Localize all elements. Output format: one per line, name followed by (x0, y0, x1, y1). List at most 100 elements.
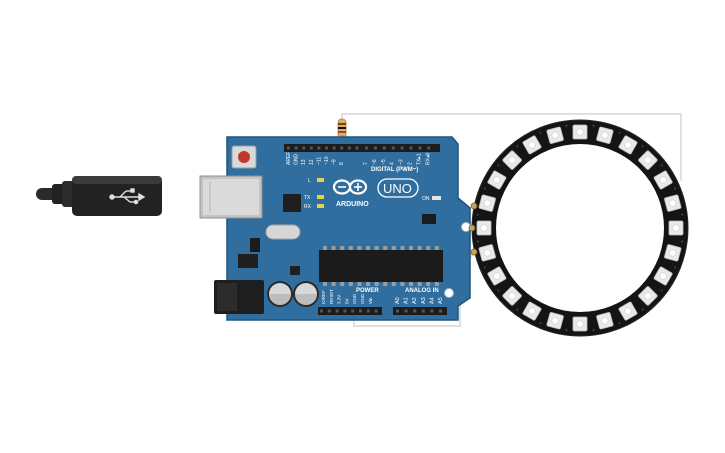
uno-badge (377, 178, 419, 198)
ring-pad[interactable] (470, 202, 478, 210)
neopixel-led[interactable] (476, 220, 492, 236)
neopixel-led[interactable] (502, 286, 522, 306)
header-holes (287, 146, 442, 313)
pin-label: ~11 (316, 157, 322, 165)
neopixel-led[interactable] (502, 150, 522, 170)
ring-pad[interactable] (470, 248, 478, 256)
led-l (317, 178, 324, 182)
header-hole[interactable] (382, 146, 386, 150)
header-hole[interactable] (355, 146, 359, 150)
neopixel-led[interactable] (653, 266, 673, 286)
header-hole[interactable] (325, 146, 328, 150)
header-hole[interactable] (317, 146, 321, 150)
capacitor-1 (267, 281, 293, 307)
header-hole[interactable] (439, 309, 442, 313)
led-tx (317, 195, 324, 199)
pin-label: 7 (363, 162, 369, 165)
reset-button[interactable] (231, 145, 257, 169)
header-hole[interactable] (340, 146, 344, 150)
pin-label: RESET (329, 289, 334, 304)
header-hole[interactable] (404, 309, 408, 313)
neopixel-led[interactable] (664, 244, 682, 262)
capacitor-2 (293, 281, 319, 307)
on-label: ON (422, 196, 430, 202)
led-rx (317, 204, 324, 208)
header-hole[interactable] (366, 309, 370, 313)
voltage-regulator (238, 254, 258, 268)
neopixel-led[interactable] (478, 194, 496, 212)
neopixel-led[interactable] (487, 170, 507, 190)
neopixel-led[interactable] (618, 135, 638, 155)
neopixel-led[interactable] (638, 150, 658, 170)
pin-label: GND (360, 293, 365, 304)
analog-header[interactable] (393, 307, 447, 315)
usb-cable[interactable] (36, 176, 162, 216)
header-hole[interactable] (320, 309, 323, 313)
header-hole[interactable] (365, 146, 368, 150)
neopixel-led[interactable] (596, 126, 614, 144)
led-l-label: L (308, 178, 311, 184)
neopixel-led[interactable] (522, 135, 542, 155)
neopixel-led[interactable] (546, 312, 564, 330)
header-hole[interactable] (413, 309, 417, 313)
header-hole[interactable] (343, 309, 347, 313)
pin-label: TX▸1 (416, 153, 422, 165)
header-hole[interactable] (327, 309, 331, 313)
pin-label: A5 (438, 297, 444, 304)
neopixel-led[interactable] (546, 126, 564, 144)
neopixel-ring[interactable] (468, 119, 689, 337)
neopixel-led[interactable] (572, 316, 588, 332)
neopixel-led[interactable] (638, 286, 658, 306)
usb-port (199, 175, 263, 219)
header-hole[interactable] (409, 146, 413, 150)
header-hole[interactable] (347, 146, 351, 150)
ring-pad[interactable] (468, 224, 476, 232)
header-hole[interactable] (294, 146, 298, 150)
neopixel-led[interactable] (596, 312, 614, 330)
neopixel-led[interactable] (668, 220, 684, 236)
neopixel-led[interactable] (487, 266, 507, 286)
header-hole[interactable] (391, 146, 395, 150)
resistor[interactable] (337, 118, 347, 140)
pin-label: ~5 (381, 159, 387, 165)
led-rx-label: RX (304, 204, 312, 210)
header-hole[interactable] (309, 146, 313, 150)
neopixel-led[interactable] (653, 170, 673, 190)
pin-label: A1 (404, 297, 410, 304)
header-hole[interactable] (418, 146, 422, 150)
header-hole[interactable] (351, 309, 355, 313)
neopixel-led[interactable] (478, 244, 496, 262)
arduino-uno-board[interactable]: L TX RX ON ARDUINO UNO DIGITAL (PWM~) PO… (199, 136, 471, 321)
neopixel-led[interactable] (664, 194, 682, 212)
analog-header-label: ANALOG IN (405, 288, 439, 294)
header-hole[interactable] (359, 309, 362, 313)
pin-label: 8 (339, 162, 345, 165)
header-hole[interactable] (374, 309, 378, 313)
header-hole[interactable] (373, 146, 377, 150)
pin-label: 5V (344, 298, 349, 304)
neopixel-led[interactable] (522, 301, 542, 321)
header-hole[interactable] (430, 309, 434, 313)
neopixel-led[interactable] (572, 124, 588, 140)
header-hole[interactable] (396, 309, 399, 313)
header-hole[interactable] (302, 146, 306, 150)
header-hole[interactable] (421, 309, 425, 313)
power-header[interactable] (318, 307, 382, 315)
header-hole[interactable] (400, 146, 404, 150)
icsp-header (250, 238, 260, 252)
pin-label: 12 (309, 159, 315, 165)
neopixel-led[interactable] (618, 301, 638, 321)
header-hole[interactable] (332, 146, 336, 150)
header-hole[interactable] (335, 309, 339, 313)
pin-label: A3 (421, 297, 427, 304)
brand-label: ARDUINO (336, 201, 369, 208)
header-hole[interactable] (427, 146, 431, 150)
pin-label: GND (294, 154, 300, 166)
header-hole[interactable] (287, 146, 290, 150)
pin-label: 2 (408, 162, 414, 165)
pin-label: A4 (429, 297, 435, 304)
digital-header[interactable] (284, 144, 440, 152)
